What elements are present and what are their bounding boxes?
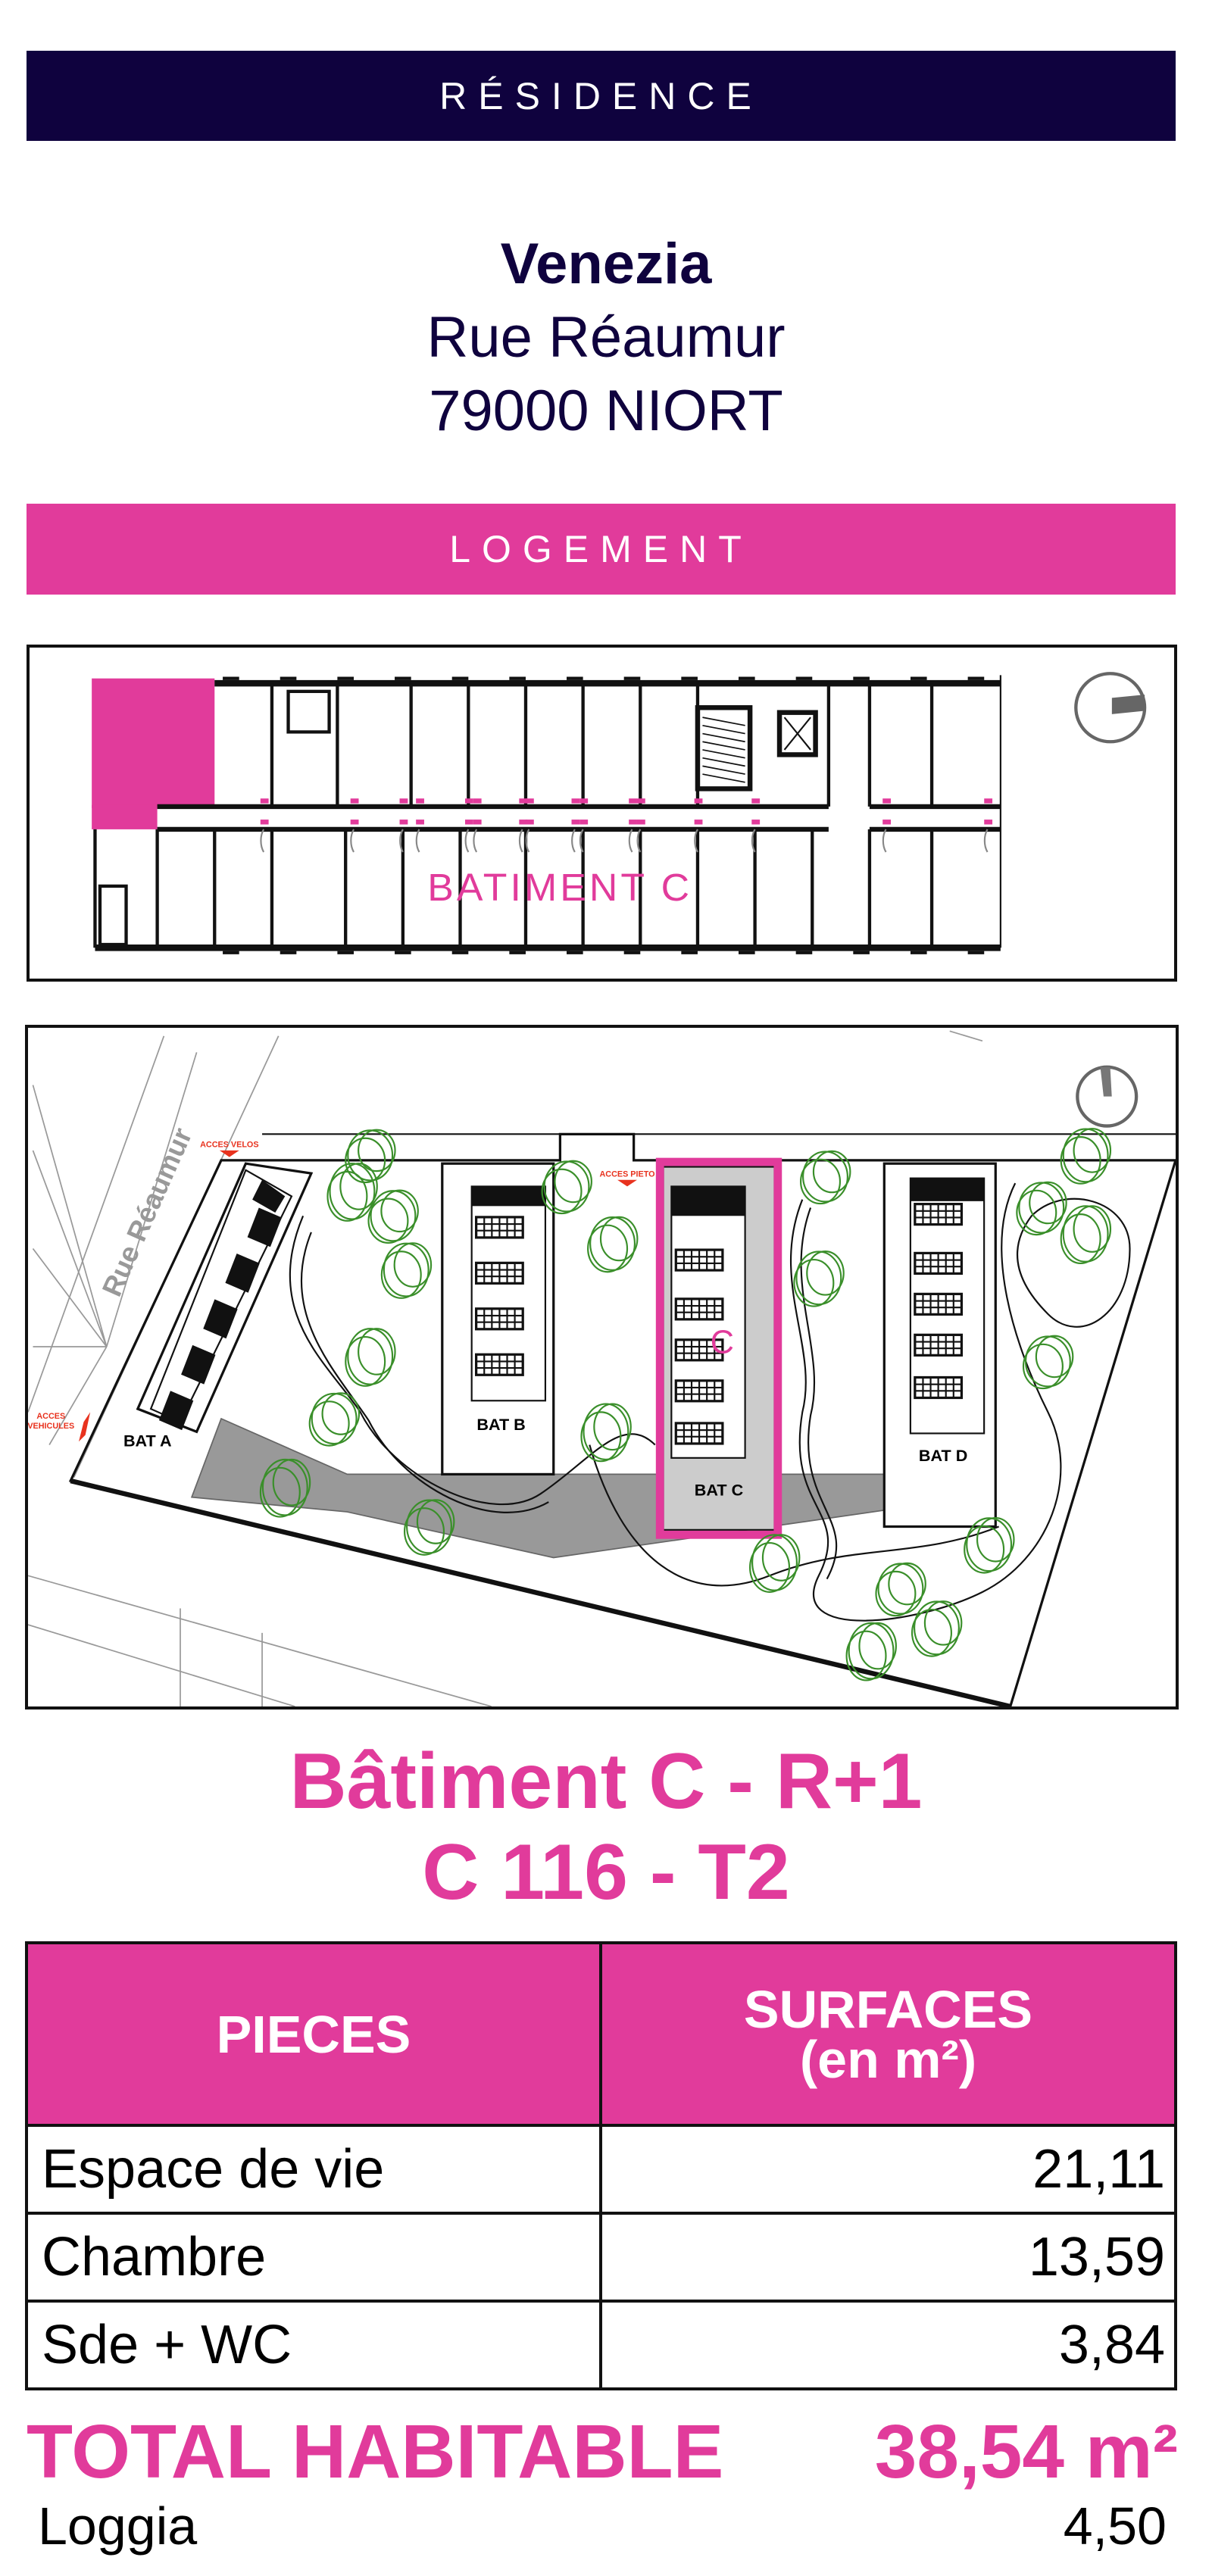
building-label: BAT D <box>919 1446 967 1465</box>
logement-header-label: LOGEMENT <box>449 528 753 570</box>
building-b: BAT B <box>441 1162 555 1476</box>
access-labels: ACCES VELOS ACCES PIETO ACCES VEHICULES <box>28 1141 655 1442</box>
floor-plan-walls <box>93 675 1001 954</box>
total-value: 38,54 m² <box>874 2409 1178 2494</box>
room-name: Espace de vie <box>25 2124 602 2215</box>
unit-building-floor: Bâtiment C - R+1 <box>289 1738 923 1825</box>
unit-reference: C 116 - T2 <box>422 1828 790 1916</box>
building-label: BAT B <box>476 1415 525 1434</box>
unit-highlight <box>92 678 215 809</box>
loggia-label: Loggia <box>38 2496 198 2556</box>
header-pieces: PIECES <box>25 1941 602 2127</box>
room-name: Chambre <box>25 2212 602 2303</box>
residence-city: 79000 NIORT <box>429 379 783 443</box>
room-surface: 21,11 <box>599 2124 1177 2215</box>
compass-icon <box>1076 1065 1139 1128</box>
building-d: BAT D <box>882 1162 997 1528</box>
street-label: Rue Réaumur <box>96 1123 198 1301</box>
building-label: BAT C <box>695 1480 743 1499</box>
access-pedestrians-arrow-icon <box>617 1179 637 1187</box>
highlight-label: C <box>711 1325 734 1361</box>
floor-plan-label: BATIMENT C <box>427 865 689 909</box>
access-bikes-arrow-icon <box>219 1150 239 1157</box>
residence-header: RÉSIDENCE <box>27 51 1176 141</box>
access-vehicles-label: ACCES <box>36 1412 65 1421</box>
header-surfaces: SURFACES(en m²) <box>599 1941 1177 2127</box>
building-c: BAT C C <box>655 1157 782 1539</box>
building-highlight <box>655 1157 782 1539</box>
building-label: BAT A <box>123 1432 172 1450</box>
logement-header: LOGEMENT <box>27 504 1176 595</box>
total-habitable: TOTAL HABITABLE 38,54 m² <box>27 2410 1178 2493</box>
access-vehicles-label-2: VEHICULES <box>28 1422 74 1431</box>
site-plan: Rue Réaumur BAT A BAT B <box>25 1025 1179 1710</box>
room-surface: 3,84 <box>599 2300 1177 2390</box>
residence-name: Venezia <box>500 232 712 296</box>
compass-icon <box>1074 672 1147 744</box>
loggia-row: Loggia 4,50 <box>38 2496 1167 2556</box>
table-header-row: PIECES SURFACES(en m²) <box>25 1941 1177 2127</box>
unit-highlight-lower <box>92 804 158 829</box>
header-surfaces-label: SURFACES <box>743 1979 1033 2039</box>
residence-address: Venezia Rue Réaumur 79000 NIORT <box>0 227 1212 448</box>
trees <box>259 1128 1112 1681</box>
access-bikes-label: ACCES VELOS <box>200 1141 258 1150</box>
access-pedestrians-label: ACCES PIETO <box>599 1169 654 1179</box>
total-label: TOTAL HABITABLE <box>27 2409 724 2494</box>
residence-header-label: RÉSIDENCE <box>439 74 763 117</box>
building-a: BAT A <box>123 1162 314 1450</box>
residence-street: Rue Réaumur <box>426 305 786 370</box>
access-vehicles-arrow-icon <box>78 1412 91 1442</box>
room-name: Sde + WC <box>25 2300 602 2390</box>
loggia-value: 4,50 <box>1063 2496 1167 2556</box>
room-surface: 13,59 <box>599 2212 1177 2303</box>
floor-plan: BATIMENT C <box>27 645 1177 982</box>
header-surfaces-unit: (en m²) <box>799 2029 977 2089</box>
